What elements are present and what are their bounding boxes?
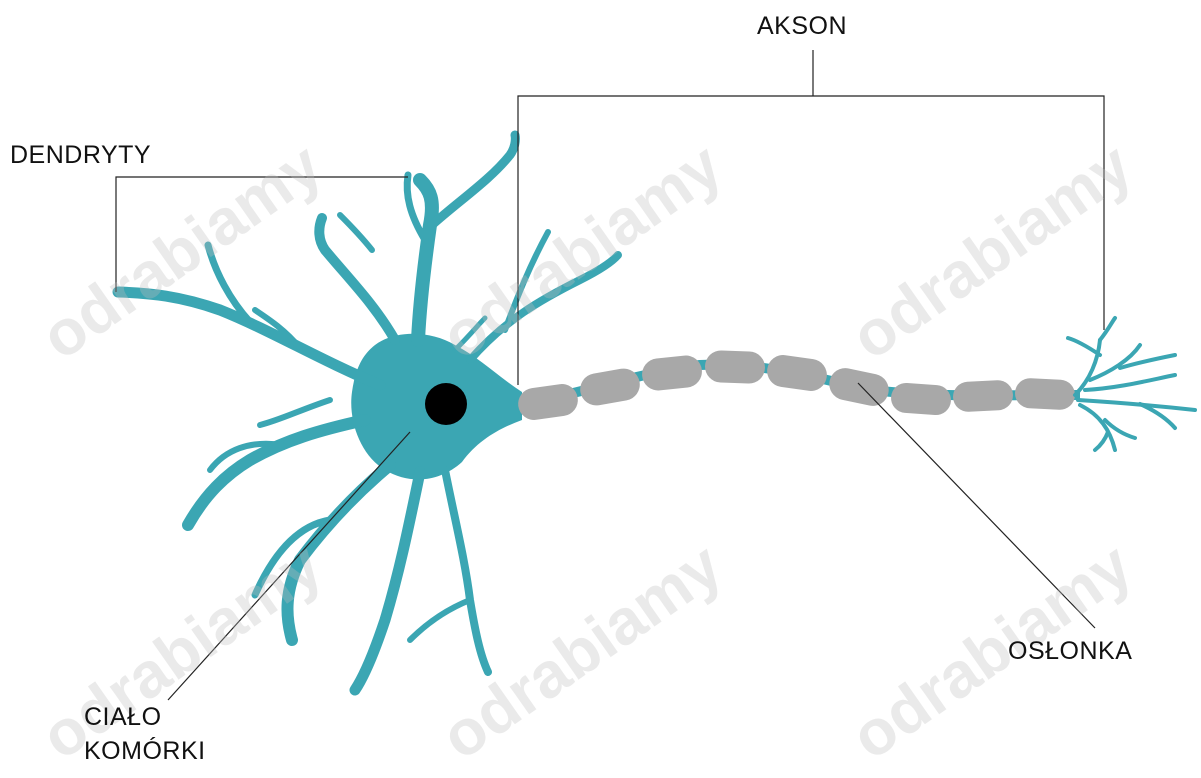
myelin-segment xyxy=(826,365,891,409)
myelin-sheath xyxy=(516,350,1076,422)
dendrite xyxy=(355,472,420,690)
terminal-branch xyxy=(1080,405,1115,450)
oslonka-leader xyxy=(858,383,1095,628)
myelin-segment xyxy=(704,350,765,384)
dendrite xyxy=(287,465,390,640)
label-akson: AKSON xyxy=(757,12,847,41)
dendrite xyxy=(470,255,618,360)
myelin-segment xyxy=(1014,377,1075,410)
label-oslonka: OSŁONKA xyxy=(1008,637,1132,666)
dendrite xyxy=(118,292,380,385)
label-cialo-line2: KOMÓRKI xyxy=(84,734,206,768)
myelin-segment xyxy=(890,382,952,416)
terminal-branch xyxy=(1100,318,1115,340)
dendrite-branch xyxy=(340,215,372,250)
dendryty-bracket xyxy=(116,177,408,292)
axon-terminals xyxy=(1068,318,1195,450)
terminal-branch xyxy=(1068,338,1100,355)
label-dendryty: DENDRYTY xyxy=(10,141,151,170)
terminal-branch xyxy=(1078,400,1195,410)
label-cialo-line1: CIAŁO xyxy=(84,700,206,734)
myelin-segment xyxy=(516,382,580,422)
akson-bracket xyxy=(518,96,1104,385)
dendrite-branch xyxy=(505,232,548,330)
dendrite-branch xyxy=(410,600,470,640)
nucleus xyxy=(425,383,467,425)
myelin-segment xyxy=(765,353,829,393)
myelin-segment xyxy=(640,354,703,392)
dendrite-branch xyxy=(260,400,330,425)
dendrite-branch xyxy=(432,135,515,225)
label-cialo-komorki: CIAŁO KOMÓRKI xyxy=(84,700,206,768)
myelin-segment xyxy=(952,379,1013,412)
dendrite xyxy=(418,180,432,340)
terminal-branch xyxy=(1095,432,1108,450)
myelin-segment xyxy=(578,366,643,408)
dendrite-branch xyxy=(445,470,488,672)
